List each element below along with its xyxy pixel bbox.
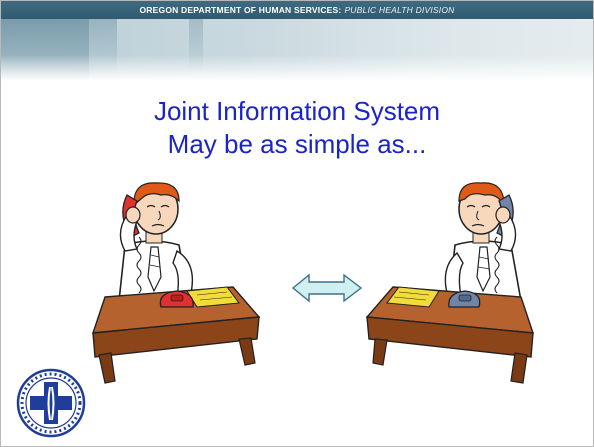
header-division: PUBLIC HEALTH DIVISION [344,5,455,15]
right-person-on-phone [444,182,522,302]
left-desk [91,286,261,384]
slide-title: Joint Information System May be as simpl… [1,95,593,161]
header-org: OREGON DEPARTMENT OF HUMAN SERVICES: [139,5,342,15]
right-desk [365,286,535,384]
title-line-2: May be as simple as... [167,129,427,159]
seal-logo [16,368,86,438]
double-arrow-icon [291,273,363,303]
header-banner [1,19,593,81]
left-person-on-phone [118,182,194,302]
title-line-1: Joint Information System [153,96,441,126]
header-bar: OREGON DEPARTMENT OF HUMAN SERVICES: PUB… [1,1,593,19]
